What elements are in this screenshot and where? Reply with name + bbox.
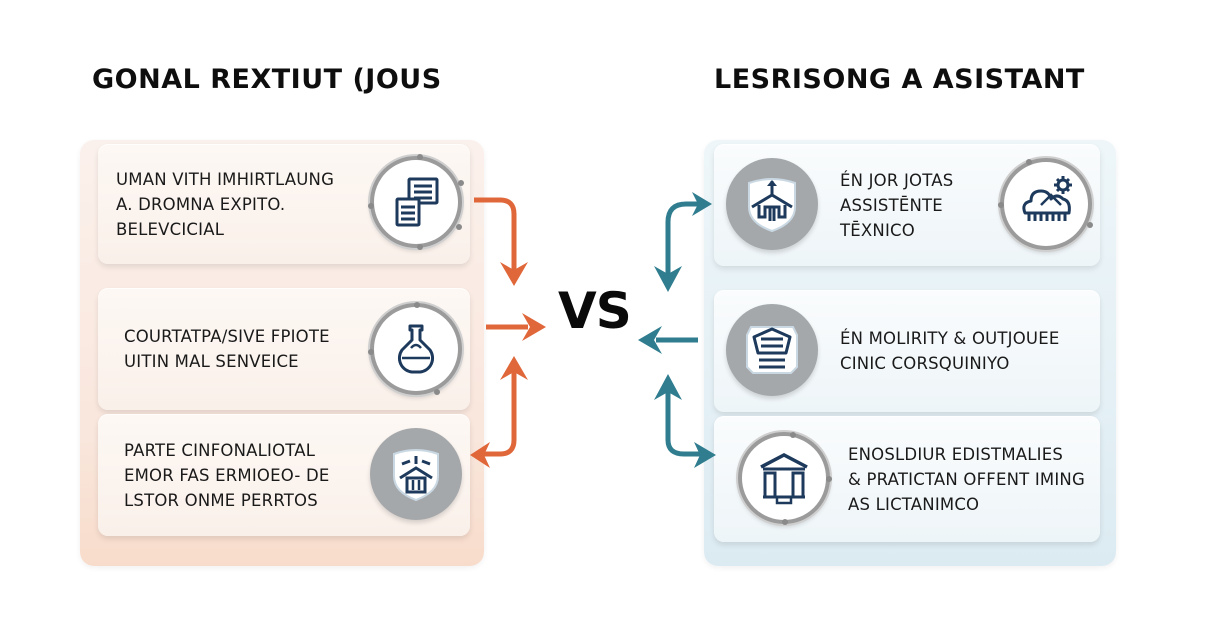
- cloud-gear-icon-badge: [998, 158, 1093, 250]
- left-column-panel: UMAN VITH IMHIRTLAUNG A. DROMNA EXPITO. …: [80, 140, 484, 566]
- right-card-2-text: ÉN MOLIRITY & OUTJOUEE CINIC CORSQUINIYO: [840, 326, 1059, 376]
- card-text-line: COURTATPA/SIVE FPIOTE: [124, 327, 330, 346]
- arrow-bidirectional-icon: [665, 201, 700, 276]
- left-card-2-text: COURTATPA/SIVE FPIOTE UITIN MAL SENVEICE: [98, 324, 330, 374]
- card-text-line: ÉN JOR JOTAS: [840, 170, 954, 190]
- right-card-1: ÉN JOR JOTAS ASSISTĒNTE TĒXNICO: [714, 144, 1100, 266]
- left-card-3-text: PARTE CINFONALIOTAL EMOR FAS ERMIOEO- DE…: [98, 438, 330, 513]
- teal-arrow-group: [638, 192, 716, 468]
- orange-arrow-group: [470, 197, 546, 468]
- left-card-3: PARTE CINFONALIOTAL EMOR FAS ERMIOEO- DE…: [98, 414, 470, 536]
- right-card-3: ENOSLDIUR EDISTMALIES & PRATICTAN OFFENT…: [714, 416, 1100, 542]
- bank-building-icon: [760, 453, 808, 505]
- flask-icon-badge: [368, 302, 462, 395]
- arrow-bidirectional-icon: [665, 392, 700, 457]
- arrow-bidirectional-icon: [484, 372, 517, 457]
- shield-house-icon-badge: [726, 158, 818, 250]
- card-text-line: UMAN VITH IMHIRTLAUNG: [116, 169, 335, 189]
- card-text-line: A. DROMNA EXPITO.: [116, 194, 286, 214]
- card-text-line: BELEVCICIAL: [116, 219, 225, 239]
- flask-icon: [397, 324, 435, 374]
- documents-icon-badge: [368, 154, 464, 250]
- card-text-line: LSTOR ONME PERRTOS: [124, 490, 318, 510]
- shield-building-icon-badge: [370, 428, 462, 520]
- card-text-line: & PRATICTAN OFFENT IMING: [848, 469, 1085, 489]
- right-card-1-text: ÉN JOR JOTAS ASSISTĒNTE TĒXNICO: [840, 168, 953, 243]
- card-text-line: UITIN MAL SENVEICE: [124, 352, 299, 371]
- card-text-line: ÉN MOLIRITY & OUTJOUEE: [840, 329, 1060, 348]
- cloud-gear-icon: [1022, 176, 1072, 221]
- vs-label: VS: [558, 282, 632, 340]
- card-text-line: CINIC CORSQUINIYO: [840, 354, 1010, 373]
- left-card-2: COURTATPA/SIVE FPIOTE UITIN MAL SENVEICE: [98, 288, 470, 410]
- right-card-3-text: ENOSLDIUR EDISTMALIES & PRATICTAN OFFENT…: [848, 442, 1085, 517]
- pentagon-list-icon: [746, 326, 798, 374]
- card-text-line: PARTE CINFONALIOTAL: [124, 440, 316, 460]
- left-card-1: UMAN VITH IMHIRTLAUNG A. DROMNA EXPITO. …: [98, 144, 470, 264]
- left-card-1-text: UMAN VITH IMHIRTLAUNG A. DROMNA EXPITO. …: [98, 167, 334, 242]
- documents-icon: [395, 177, 439, 227]
- right-column-title: LESRISONG A ASISTANT: [714, 64, 1085, 95]
- right-card-2: ÉN MOLIRITY & OUTJOUEE CINIC CORSQUINIYO: [714, 290, 1100, 412]
- shield-building-icon: [393, 449, 439, 502]
- shield-house-icon: [748, 178, 796, 233]
- arrow-down-icon: [474, 197, 517, 270]
- card-text-line: TĒXNICO: [840, 220, 915, 240]
- card-text-line: AS LICTANIMCO: [848, 494, 980, 514]
- bank-building-icon-badge: [738, 432, 832, 525]
- right-column-panel: ÉN JOR JOTAS ASSISTĒNTE TĒXNICO: [704, 140, 1116, 566]
- card-text-line: ENOSLDIUR EDISTMALIES: [848, 444, 1064, 464]
- card-text-line: ASSISTĒNTE: [840, 195, 943, 215]
- left-column-title: GONAL REXTIUT (JOUS: [92, 64, 442, 95]
- pentagon-list-icon-badge: [726, 304, 818, 396]
- card-text-line: EMOR FAS ERMIOEO- DE: [124, 465, 330, 485]
